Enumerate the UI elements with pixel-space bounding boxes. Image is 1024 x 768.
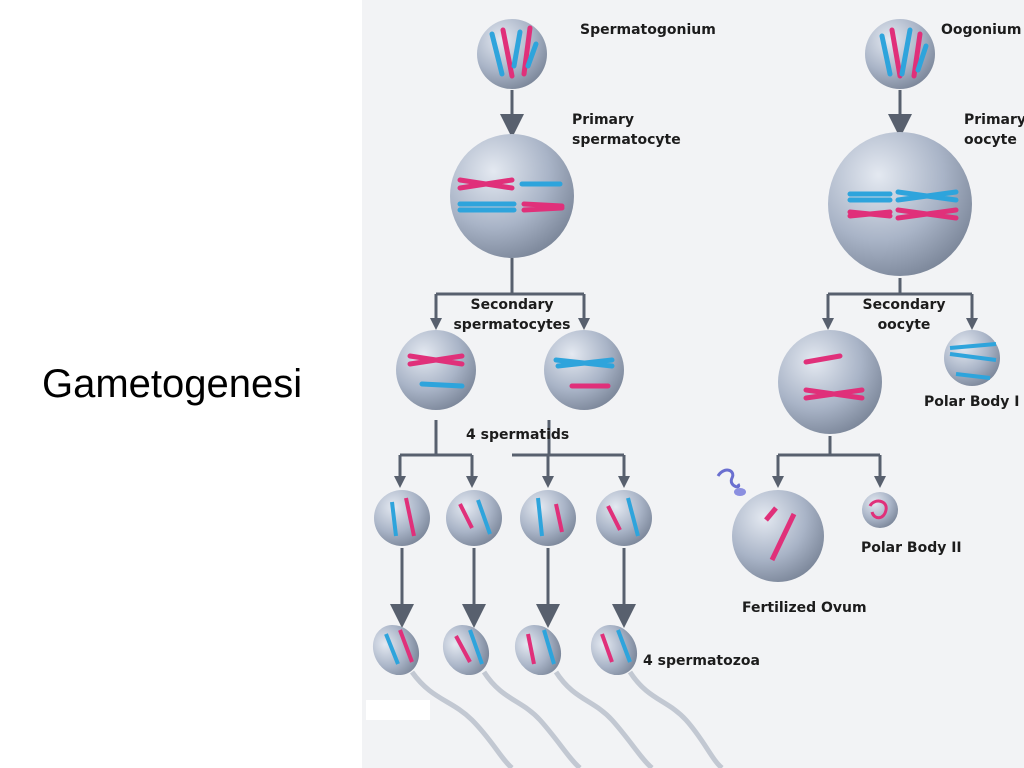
label-secondary-oocyte-1: Secondary: [863, 297, 946, 313]
label-secondary-spermatocytes-2: spermatocytes: [453, 317, 570, 333]
label-primary-spermatocyte-1: Primary: [572, 112, 634, 128]
label-primary-spermatocyte-2: spermatocyte: [572, 132, 681, 148]
label-spermatogonium: Spermatogonium: [580, 22, 716, 38]
label-polar-body-2: Polar Body II: [861, 540, 962, 556]
label-oogonium: Oogonium: [941, 22, 1021, 38]
label-spermatids: 4 spermatids: [466, 427, 569, 443]
label-primary-oocyte-1: Primary: [964, 112, 1024, 128]
secondary-spermatocyte-cell-2: [544, 330, 624, 410]
secondary-spermatocyte-cell-1: [396, 330, 476, 410]
connector-arrows: [390, 90, 978, 628]
spermatid-cell-4: [596, 490, 652, 546]
oogonium-cell: [865, 19, 935, 89]
spermatozoon-3: [514, 624, 654, 768]
spermatogonium-cell: [477, 19, 547, 89]
spermatid-cell-3: [520, 490, 576, 546]
label-secondary-oocyte-2: oocyte: [878, 317, 931, 333]
label-primary-oocyte-2: oocyte: [964, 132, 1017, 148]
gametogenesis-diagram: Spermatogonium Oogonium Primary spermato…: [362, 0, 1024, 768]
slide-title: Gametogenesi: [42, 362, 303, 406]
spermatozoon-4: [590, 624, 724, 768]
spermatid-cell-2: [446, 490, 502, 546]
spermatid-cell-1: [374, 490, 430, 546]
label-secondary-spermatocytes-1: Secondary: [471, 297, 554, 313]
polar-body-2-cell: [862, 492, 898, 528]
label-polar-body-1: Polar Body I: [924, 394, 1019, 410]
spermatozoon-2: [442, 624, 582, 768]
primary-spermatocyte-cell: [450, 134, 574, 258]
sperm-entering-icon: [716, 468, 746, 496]
spermatozoon-1: [372, 624, 514, 768]
polar-body-1-cell: [944, 330, 1000, 386]
secondary-oocyte-cell: [778, 330, 882, 434]
diagram-labels: Spermatogonium Oogonium Primary spermato…: [453, 22, 1024, 669]
primary-oocyte-cell: [828, 132, 972, 276]
label-fertilized-ovum: Fertilized Ovum: [742, 600, 867, 616]
label-spermatozoa: 4 spermatozoa: [643, 653, 760, 669]
fertilized-ovum-cell: [732, 490, 824, 582]
scan-patch: [366, 700, 430, 720]
